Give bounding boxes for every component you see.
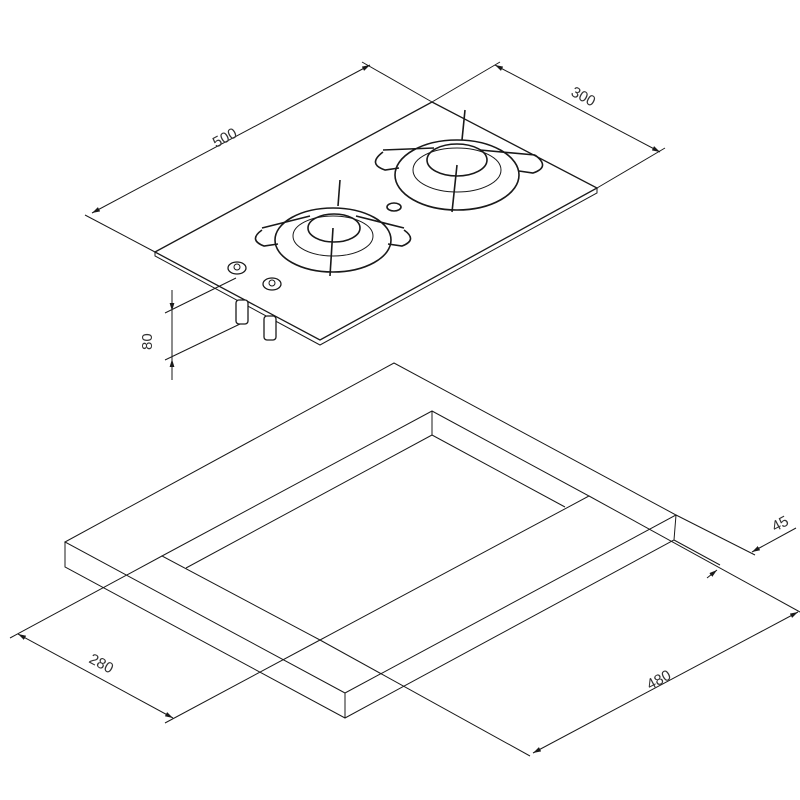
hob-plate-edge [154, 188, 598, 346]
dimension-label-45: 45 [769, 513, 792, 536]
dimension-480: 480 [319, 495, 800, 757]
dimension-label-480: 480 [644, 667, 674, 694]
control-knob-2 [262, 277, 282, 291]
ignition-button [386, 202, 402, 212]
hob [153, 101, 599, 346]
dimension-300: 300 [431, 61, 666, 189]
control-knob-1 [227, 261, 247, 275]
gas-connectors [235, 299, 277, 341]
countertop [63, 362, 678, 719]
cutout [160, 410, 591, 641]
dimension-280: 280 [9, 555, 321, 724]
dimension-45: 45 [673, 513, 797, 579]
dimension-label-80: 80 [139, 333, 156, 350]
large-burner [374, 109, 544, 213]
dimension-80: 80 [139, 277, 241, 380]
countertop-top-surface [63, 362, 678, 694]
